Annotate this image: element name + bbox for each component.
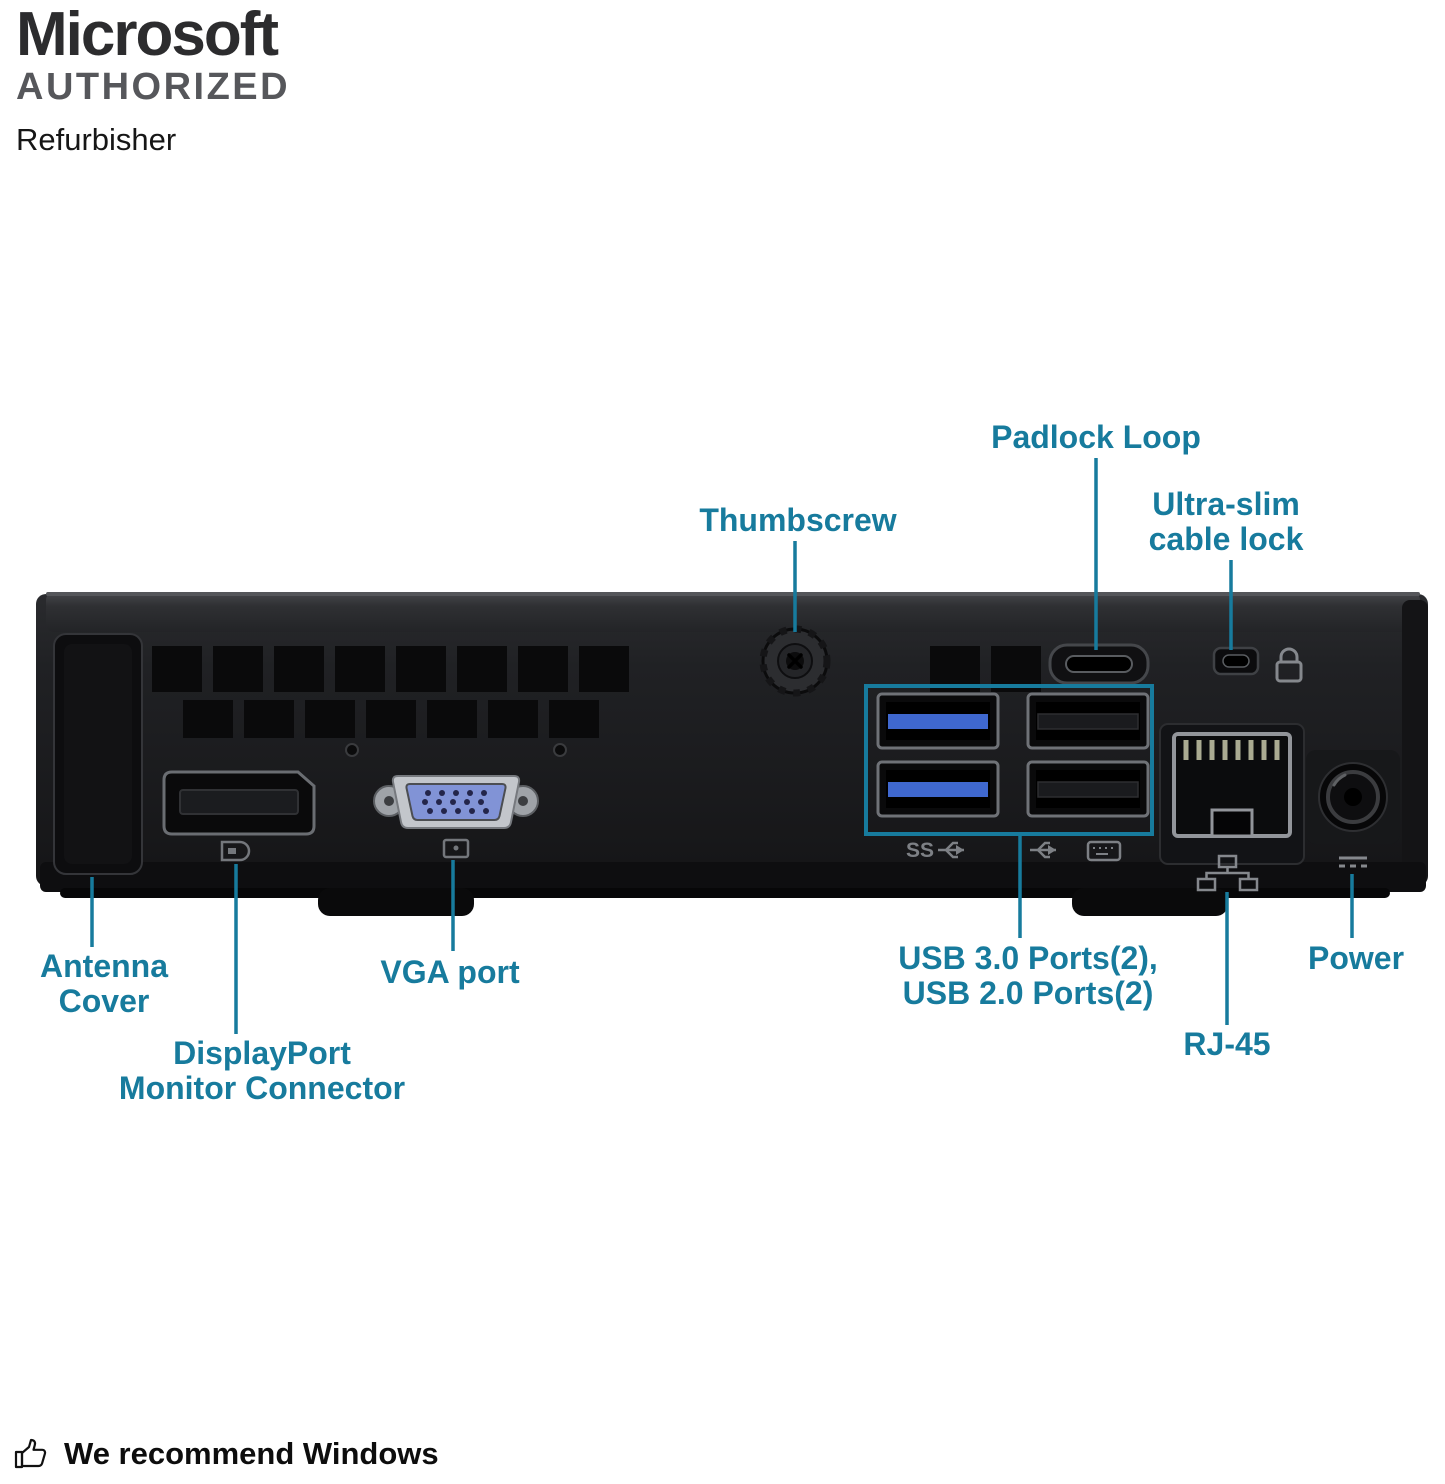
brand-title: Microsoft — [16, 0, 279, 69]
usb2-port — [1026, 760, 1150, 818]
usb3-port — [876, 760, 1000, 818]
displayport-icon — [220, 840, 251, 862]
keyboard-icon — [1086, 840, 1122, 862]
face-screws — [345, 743, 567, 757]
label-rj45: RJ-45 — [1183, 1026, 1271, 1062]
vent-grid — [152, 646, 1041, 738]
device-foot — [1072, 888, 1228, 916]
thumbscrew — [759, 625, 831, 697]
usb-trident-icon — [1030, 841, 1056, 859]
label-thumbscrew: Thumbscrew — [699, 502, 897, 538]
vga-monitor-icon — [442, 838, 470, 859]
label-cable-lock: Ultra-slim cable lock — [1148, 486, 1304, 557]
usb2-port — [1026, 692, 1150, 750]
rj45-port — [1159, 723, 1305, 865]
refurbisher-title: Refurbisher — [16, 121, 177, 157]
usb-ports — [864, 684, 1154, 836]
label-usb-ports: USB 3.0 Ports(2), USB 2.0 Ports(2) — [898, 940, 1158, 1011]
displayport-connector — [162, 770, 316, 836]
usb3-trident-icon: SS — [906, 839, 964, 862]
label-displayport: DisplayPort Monitor Connector — [118, 1035, 406, 1106]
windows-recommendation-text: We recommend Windows — [64, 1436, 439, 1471]
callout-lines — [90, 458, 1354, 1034]
power-jack — [1306, 750, 1400, 844]
device-foot — [318, 888, 474, 916]
refurbisher-header: Microsoft AUTHORIZED Refurbisher — [16, 4, 290, 155]
cable-lock-slot — [1212, 646, 1260, 676]
label-vga-port: VGA port — [380, 954, 520, 990]
usb3-port — [876, 692, 1000, 750]
label-padlock-loop: Padlock Loop — [991, 419, 1201, 455]
vga-connector — [373, 775, 539, 829]
dc-power-icon — [1339, 856, 1367, 868]
network-icon — [1196, 854, 1259, 892]
usb-highlight-box — [864, 684, 1154, 836]
windows-recommendation: We recommend Windows — [14, 1436, 439, 1472]
label-antenna-cover: Antenna Cover — [40, 948, 168, 1019]
padlock-loop — [1048, 643, 1150, 685]
label-power: Power — [1307, 940, 1405, 976]
svg-text:SS: SS — [906, 839, 934, 862]
antenna-cover — [53, 633, 143, 875]
thumbs-up-icon — [14, 1438, 47, 1469]
authorized-title: AUTHORIZED — [16, 66, 291, 108]
lock-icon — [1275, 647, 1303, 683]
